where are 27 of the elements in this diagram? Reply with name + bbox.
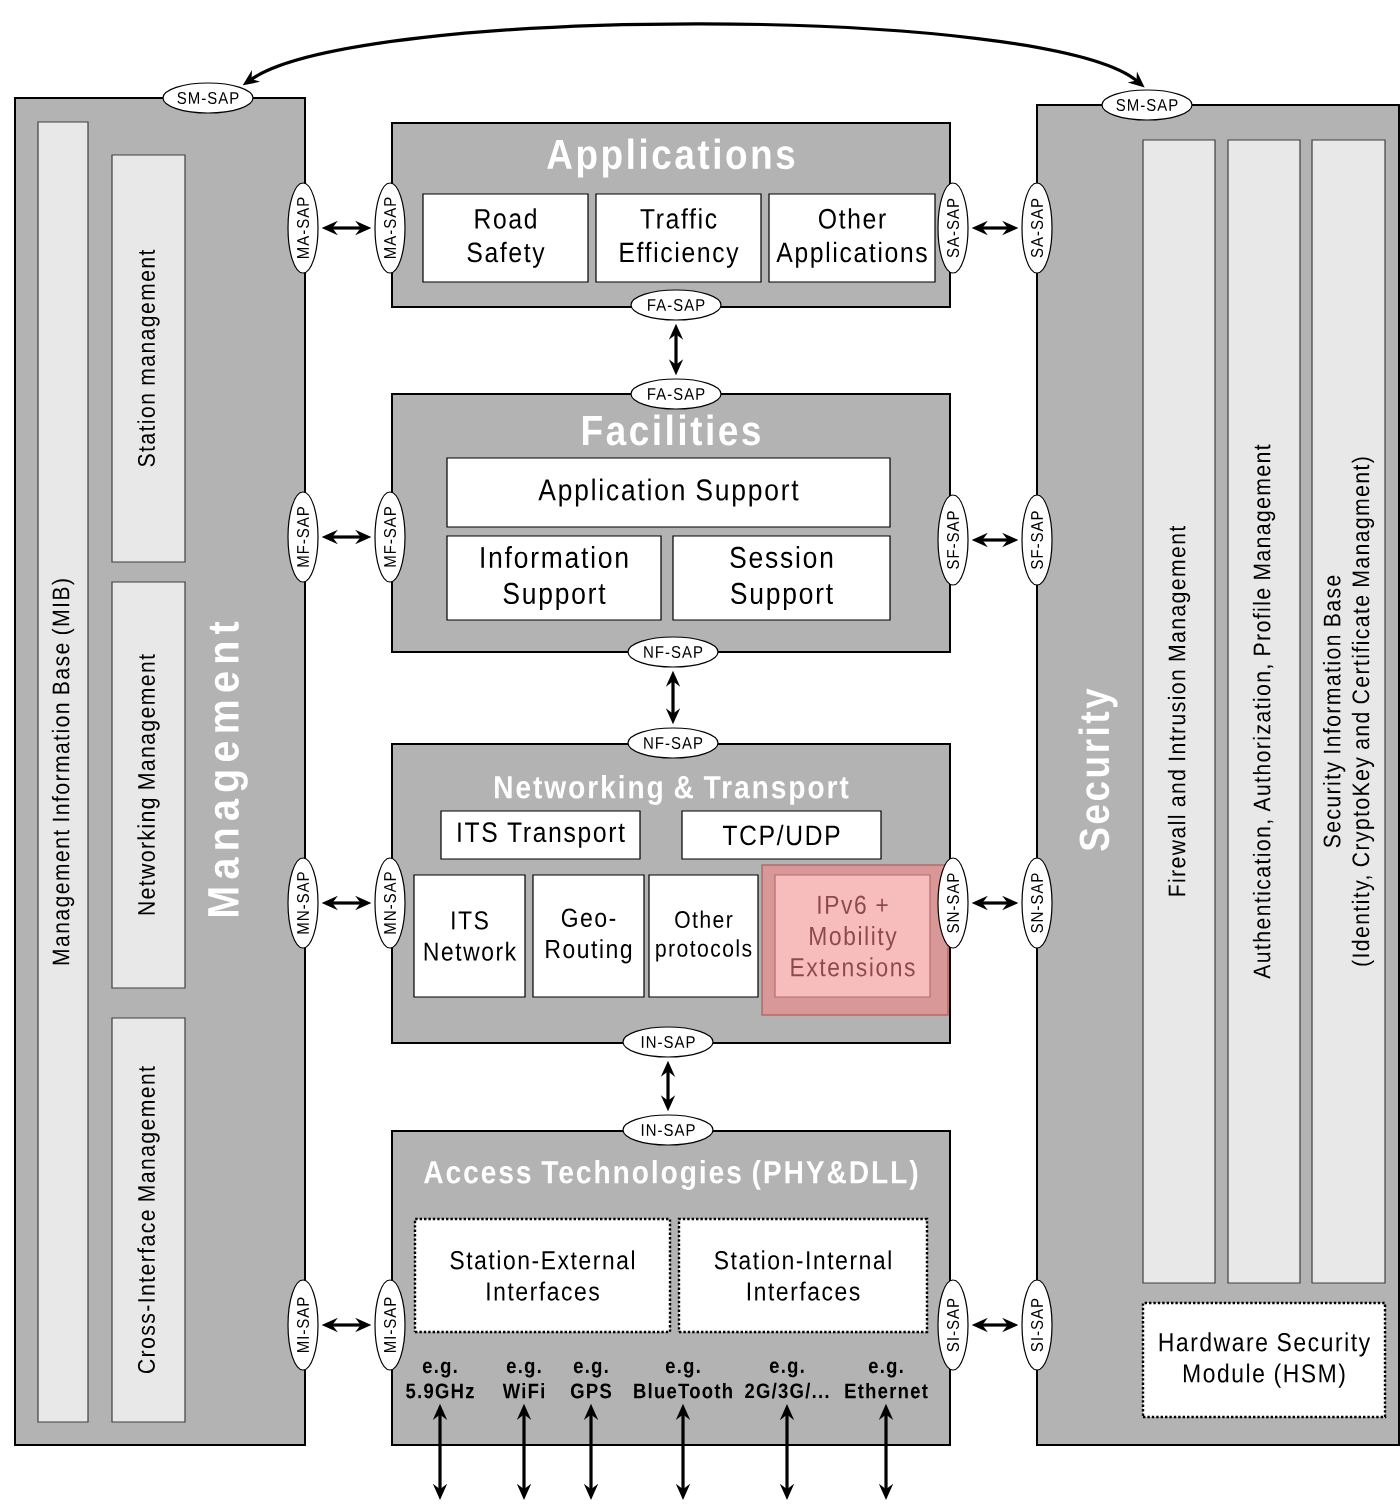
highlighted-module-box: IPv6 + Mobility Extensions <box>774 874 931 998</box>
module-box: Information Support <box>446 535 662 621</box>
module-box: ITS Transport <box>440 810 641 860</box>
module-box: Session Support <box>672 535 891 621</box>
module-box: ITS Network <box>413 874 526 998</box>
module-box: Other protocols <box>648 874 759 998</box>
module-box: Application Support <box>446 457 891 528</box>
vertical-panel: Cross-Interface Management <box>111 1017 186 1423</box>
vertical-panel: Station management <box>111 154 186 563</box>
technology-label: e.g. WiFi <box>502 1361 544 1399</box>
vertical-panel: Authentication, Authorization, Profile Management <box>1227 139 1301 1284</box>
technology-label: e.g. BlueTooth <box>634 1361 732 1399</box>
module-box: Traffic Efficiency <box>595 193 762 283</box>
technology-label: e.g. GPS <box>571 1361 612 1399</box>
dashed-module-box: Station-External Interfaces <box>413 1217 672 1334</box>
technology-label: e.g. Ethernet <box>845 1361 928 1399</box>
vertical-panel: Security Information Base (Identity, CryptoKey and Certificate Managment) <box>1311 139 1386 1284</box>
vertical-panel: Networking Management <box>111 581 186 989</box>
technology-label: e.g. 2G/3G/... <box>745 1361 829 1399</box>
vertical-panel: Firewall and Intrusion Management <box>1142 139 1216 1284</box>
module-box: Geo-Routing <box>532 874 645 998</box>
module-box: Road Safety <box>422 193 589 283</box>
dashed-module-box: Hardware Security Module (HSM) <box>1141 1301 1387 1419</box>
module-box: TCP/UDP <box>681 810 882 860</box>
technology-label: e.g. 5.9GHz <box>406 1361 474 1399</box>
dashed-module-box: Station-Internal Interfaces <box>677 1217 929 1334</box>
vertical-panel: Management Information Base (MIB) <box>37 121 89 1423</box>
